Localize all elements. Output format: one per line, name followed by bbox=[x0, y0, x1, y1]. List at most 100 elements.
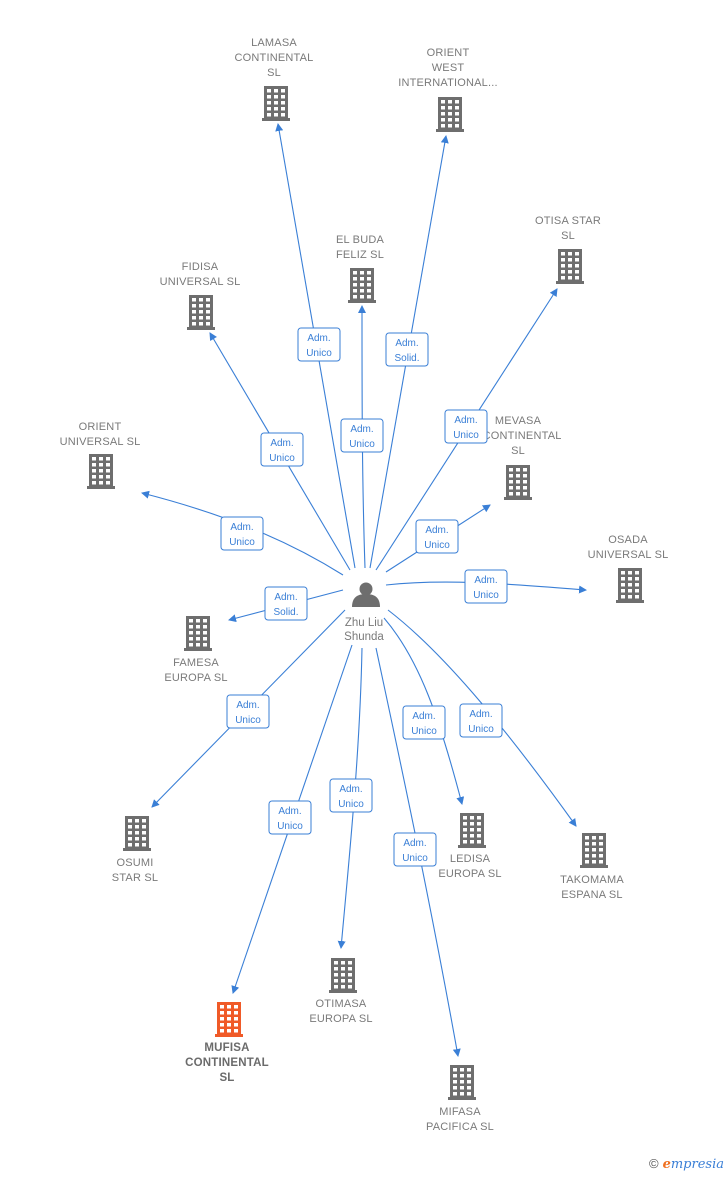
company-name-line: TAKOMAMA bbox=[560, 874, 624, 886]
company-name-line: OSUMI bbox=[116, 857, 153, 869]
company-name-line: OTISA STAR bbox=[535, 215, 601, 227]
role-badge-otisa[interactable]: Adm. Unico bbox=[444, 409, 488, 444]
role-badge-ledisa[interactable]: Adm.Unico bbox=[402, 705, 446, 740]
role-text: Unico bbox=[306, 348, 332, 359]
role-text: Adm. bbox=[274, 592, 297, 603]
company-name-line: MUFISA bbox=[204, 1042, 249, 1054]
role-text: Adm. bbox=[474, 575, 497, 586]
company-node-otisa[interactable]: OTISA STAR SL bbox=[535, 215, 601, 284]
company-name-line: EUROPA SL bbox=[438, 868, 501, 880]
role-text: Adm. bbox=[350, 424, 373, 435]
role-text: Adm. bbox=[454, 415, 477, 426]
company-name-line: UNIVERSAL SL bbox=[588, 549, 669, 561]
building-icon bbox=[348, 268, 376, 303]
role-badge-mufisa[interactable]: Adm.Unico bbox=[268, 800, 312, 835]
company-name-line: INTERNATIONAL... bbox=[398, 77, 498, 89]
role-badge-orient-universal[interactable]: Adm. Unico bbox=[220, 516, 264, 551]
brand-initial: e bbox=[662, 1157, 671, 1172]
building-icon bbox=[504, 465, 532, 500]
edge-takomama bbox=[387, 609, 577, 827]
role-text: Unico bbox=[235, 715, 261, 726]
role-text: Unico bbox=[473, 590, 499, 601]
company-node-lamasa[interactable]: LAMASA CONTINENTAL SL bbox=[234, 37, 313, 121]
building-icon bbox=[616, 568, 644, 603]
role-text: Unico bbox=[277, 821, 303, 832]
building-icon bbox=[580, 833, 608, 868]
company-node-otimasa[interactable]: OTIMASA EUROPA SL bbox=[309, 958, 372, 1025]
role-badge-famesa[interactable]: Adm. Solid. bbox=[264, 586, 308, 621]
role-text: Unico bbox=[402, 853, 428, 864]
building-icon bbox=[556, 249, 584, 284]
role-text: Adm. bbox=[395, 338, 418, 349]
company-name-line: FIDISA bbox=[182, 261, 219, 273]
role-text: Unico bbox=[269, 453, 295, 464]
company-name-line: ORIENT bbox=[79, 421, 122, 433]
role-text: Unico bbox=[468, 724, 494, 735]
role-text: Unico bbox=[453, 430, 479, 441]
building-icon bbox=[436, 97, 464, 132]
role-badge-fidisa[interactable]: Adm.Unico bbox=[260, 432, 304, 467]
role-badge-lamasa[interactable]: Adm. Unico bbox=[297, 327, 341, 362]
company-name-line: LAMASA bbox=[251, 37, 297, 49]
company-name-line: RCONTINENTAL bbox=[474, 430, 561, 442]
company-name-line: SL bbox=[561, 230, 575, 242]
role-text: Adm. bbox=[339, 784, 362, 795]
roles-layer: Adm.UnicoAdm.Solid.Adm.UnicoAdm.UnicoAdm… bbox=[220, 327, 508, 867]
person-node[interactable]: Zhu Liu Shunda bbox=[344, 582, 384, 644]
company-node-famesa[interactable]: FAMESA EUROPA SL bbox=[164, 616, 227, 684]
person-icon bbox=[352, 582, 380, 607]
edge-ledisa bbox=[383, 617, 465, 805]
building-icon bbox=[458, 813, 486, 848]
company-name-line: UNIVERSAL SL bbox=[160, 276, 241, 288]
company-node-fidisa[interactable]: FIDISA UNIVERSAL SL bbox=[160, 261, 241, 330]
role-badge-otimasa[interactable]: Adm.Unico bbox=[329, 778, 373, 813]
role-text: Unico bbox=[424, 540, 450, 551]
person-name-line1: Zhu Liu bbox=[345, 617, 383, 629]
role-text: Solid. bbox=[273, 607, 298, 618]
building-icon bbox=[329, 958, 357, 993]
role-badge-orient-west[interactable]: Adm. Solid. bbox=[385, 332, 429, 367]
company-name-line: ESPANA SL bbox=[561, 889, 623, 901]
company-node-ledisa[interactable]: LEDISA EUROPA SL bbox=[438, 813, 501, 880]
brand-name: mpresia bbox=[670, 1157, 724, 1172]
building-icon bbox=[184, 616, 212, 651]
company-name-line: CONTINENTAL bbox=[234, 52, 313, 64]
company-node-orient-west[interactable]: ORIENTWESTINTERNATIONAL... bbox=[398, 47, 498, 132]
role-badge-takomama[interactable]: Adm.Unico bbox=[459, 703, 503, 738]
company-name-line: EL BUDA bbox=[336, 234, 385, 246]
company-name-line: PACIFICA SL bbox=[426, 1121, 494, 1133]
role-badge-mevasa[interactable]: Adm. Unico bbox=[415, 519, 459, 554]
building-icon bbox=[448, 1065, 476, 1100]
company-name-line: EUROPA SL bbox=[309, 1013, 372, 1025]
role-badge-el-buda[interactable]: Adm. Unico bbox=[340, 418, 384, 453]
building-icon bbox=[262, 86, 290, 121]
role-text: Adm. bbox=[230, 522, 253, 533]
company-name-line: FAMESA bbox=[173, 657, 219, 669]
company-name-line: LEDISA bbox=[450, 853, 491, 865]
company-name-line: CONTINENTAL bbox=[185, 1057, 269, 1069]
copyright-symbol: © bbox=[648, 1156, 659, 1171]
role-text: Adm. bbox=[236, 700, 259, 711]
role-text: Unico bbox=[229, 537, 255, 548]
role-badge-osada[interactable]: Adm. Unico bbox=[464, 569, 508, 604]
role-text: Adm. bbox=[307, 333, 330, 344]
role-text: Unico bbox=[349, 439, 375, 450]
company-name-line: OTIMASA bbox=[316, 998, 367, 1010]
role-text: Adm. bbox=[412, 711, 435, 722]
company-name-line: SL bbox=[267, 67, 281, 79]
role-badge-mifasa[interactable]: Adm.Unico bbox=[393, 832, 437, 867]
nodes-layer: LAMASA CONTINENTAL SL ORIENTWESTINTERNATION… bbox=[60, 37, 669, 1133]
company-name-line: EUROPA SL bbox=[164, 672, 227, 684]
role-text: Adm. bbox=[425, 525, 448, 536]
company-node-takomama[interactable]: TAKOMAMA ESPANA SL bbox=[560, 833, 624, 901]
role-badge-osumi[interactable]: Adm. Unico bbox=[226, 694, 270, 729]
role-text: Solid. bbox=[394, 353, 419, 364]
